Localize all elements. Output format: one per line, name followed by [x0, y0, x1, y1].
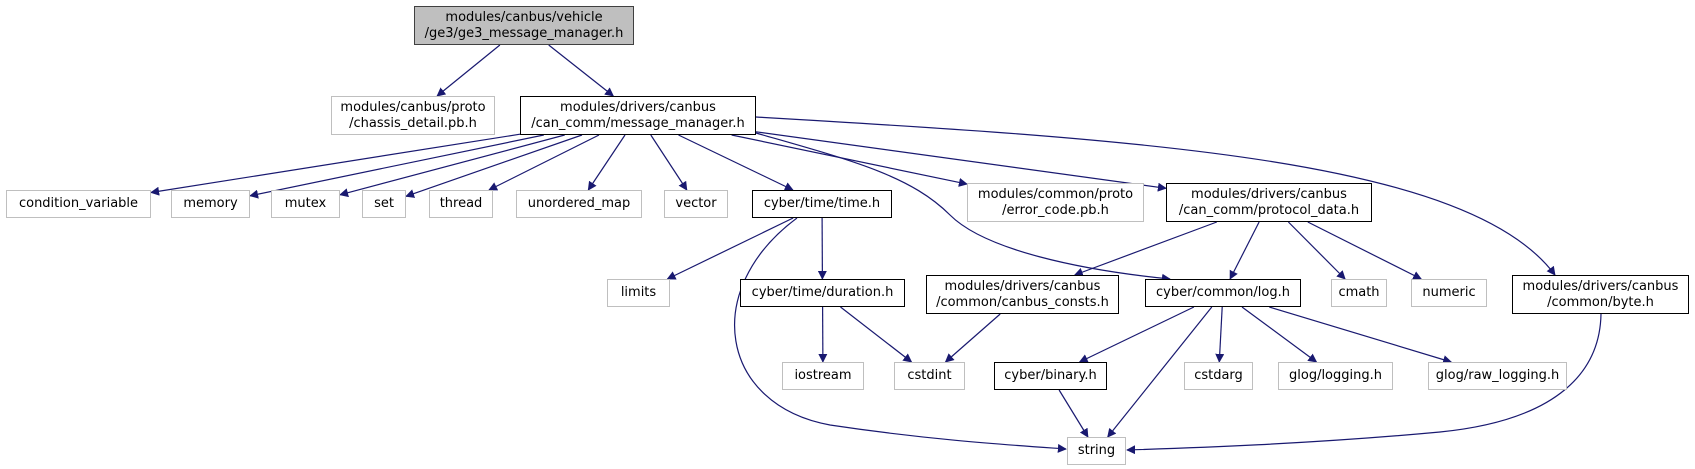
- edge-log_h-to-string: [1107, 306, 1213, 438]
- edge-protocol_data-to-canbus_consts: [1073, 221, 1218, 277]
- edge-byte_h-to-string: [1126, 313, 1602, 455]
- edge-ge3_message_manager-to-chassis_detail: [436, 44, 501, 97]
- edge-duration-to-cstdint: [840, 306, 913, 363]
- edge-log_h-to-glog_raw_logging: [1269, 306, 1453, 364]
- edge-message_manager-to-byte_h: [755, 116, 1556, 276]
- node-message-manager[interactable]: modules/drivers/canbus /can_comm/message…: [520, 96, 756, 135]
- node-condition-variable: condition_variable: [6, 190, 151, 218]
- edge-binary_h-to-string: [1058, 389, 1089, 438]
- edge-time_h-to-string: [734, 217, 1067, 453]
- node-log-h[interactable]: cyber/common/log.h: [1145, 279, 1301, 307]
- node-unordered-map: unordered_map: [516, 190, 642, 218]
- node-set: set: [362, 190, 406, 218]
- edge-time_h-to-limits: [666, 217, 794, 280]
- edge-log_h-to-glog_logging: [1241, 306, 1318, 363]
- node-error-code: modules/common/proto /error_code.pb.h: [967, 183, 1144, 222]
- edge-message_manager-to-memory: [249, 134, 544, 199]
- node-cstdint: cstdint: [894, 362, 965, 390]
- edge-protocol_data-to-log_h: [1229, 221, 1260, 280]
- node-memory: memory: [171, 190, 250, 218]
- node-glog-logging: glog/logging.h: [1278, 362, 1393, 390]
- node-thread: thread: [429, 190, 493, 218]
- node-cmath: cmath: [1331, 279, 1387, 307]
- edge-log_h-to-binary_h: [1078, 306, 1195, 363]
- node-ge3-message-manager: modules/canbus/vehicle /ge3/ge3_message_…: [414, 6, 634, 45]
- edge-message_manager-to-vector: [650, 134, 688, 191]
- edge-ge3_message_manager-to-message_manager: [548, 44, 615, 97]
- node-iostream: iostream: [782, 362, 864, 390]
- node-limits: limits: [607, 279, 670, 307]
- edge-log_h-to-cstdarg: [1215, 306, 1225, 363]
- node-time-h[interactable]: cyber/time/time.h: [752, 190, 892, 218]
- edge-canbus_consts-to-cstdint: [944, 313, 1001, 363]
- node-canbus-consts[interactable]: modules/drivers/canbus /common/canbus_co…: [926, 275, 1119, 314]
- edge-message_manager-to-protocol_data: [755, 131, 1167, 192]
- node-binary-h[interactable]: cyber/binary.h: [994, 362, 1107, 390]
- node-cstdarg: cstdarg: [1184, 362, 1253, 390]
- edge-message_manager-to-thread: [488, 134, 600, 191]
- edge-message_manager-to-time_h: [678, 134, 794, 191]
- edge-message_manager-to-unordered_map: [587, 134, 626, 191]
- node-glog-raw-logging: glog/raw_logging.h: [1428, 362, 1567, 390]
- node-mutex: mutex: [271, 190, 340, 218]
- node-protocol-data[interactable]: modules/drivers/canbus /can_comm/protoco…: [1166, 183, 1372, 222]
- edge-message_manager-to-condition_variable: [150, 133, 521, 196]
- node-string: string: [1067, 437, 1126, 465]
- edge-protocol_data-to-numeric: [1307, 221, 1423, 280]
- node-byte-h[interactable]: modules/drivers/canbus /common/byte.h: [1512, 275, 1689, 314]
- node-vector: vector: [664, 190, 728, 218]
- edge-protocol_data-to-cmath: [1287, 221, 1346, 280]
- node-duration[interactable]: cyber/time/duration.h: [740, 279, 905, 307]
- edge-message_manager-to-error_code: [731, 134, 968, 187]
- edge-message_manager-to-log_h: [755, 132, 1171, 283]
- edge-message_manager-to-mutex: [339, 134, 565, 198]
- node-chassis-detail: modules/canbus/proto /chassis_detail.pb.…: [331, 96, 495, 135]
- edge-message_manager-to-set: [405, 134, 583, 198]
- node-numeric: numeric: [1411, 279, 1487, 307]
